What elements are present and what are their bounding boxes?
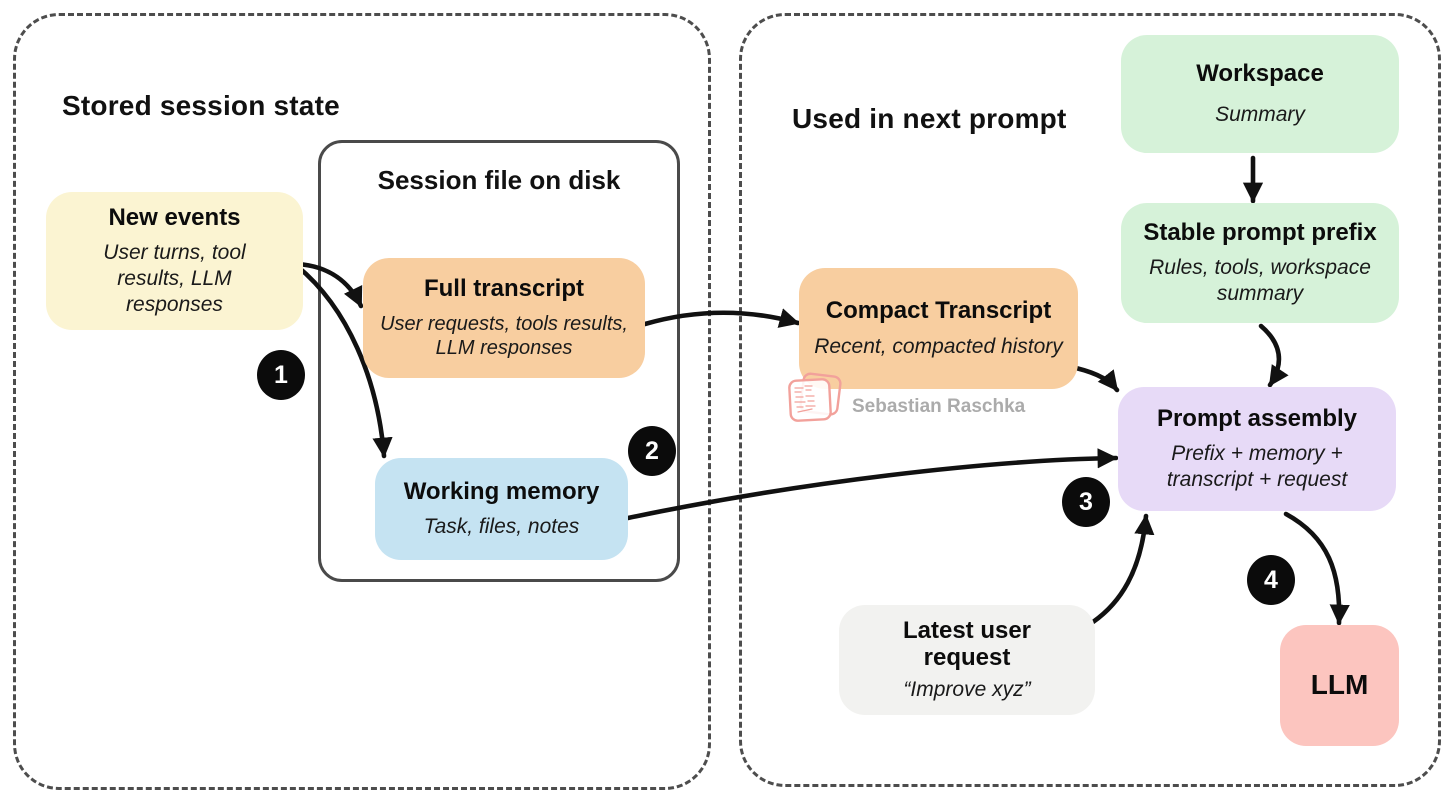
prompt-assembly-title: Prompt assembly: [1156, 404, 1358, 432]
watermark: Sebastian Raschka: [786, 372, 1025, 424]
stored-session-state-panel: [13, 13, 711, 790]
latest-user-request-box: Latest user request “Improve xyz”: [839, 605, 1095, 715]
stable-prompt-prefix-subtitle: Rules, tools, workspace summary: [1149, 256, 1371, 306]
latest-user-request-subtitle: “Improve xyz”: [903, 678, 1031, 702]
new-events-title: New events: [108, 203, 241, 231]
working-memory-title: Working memory: [403, 477, 600, 505]
working-memory-subtitle: Task, files, notes: [423, 515, 580, 539]
compact-transcript-box: Compact Transcript Recent, compacted his…: [799, 268, 1078, 389]
workspace-title: Workspace: [1196, 60, 1324, 88]
prompt-assembly-box: Prompt assembly Prefix + memory + transc…: [1118, 387, 1396, 511]
workspace-subtitle: Summary: [1215, 102, 1305, 126]
latest-user-request-title: Latest user request: [902, 616, 1032, 672]
stable-prompt-prefix-title: Stable prompt prefix: [1143, 218, 1377, 246]
step-badge-4: 4: [1247, 555, 1295, 605]
used-in-next-prompt-panel: [739, 13, 1441, 787]
llm-box: LLM: [1280, 625, 1399, 746]
session-file-title: Session file on disk: [377, 165, 621, 195]
compact-transcript-title: Compact Transcript: [825, 297, 1052, 325]
stable-prompt-prefix-box: Stable prompt prefix Rules, tools, works…: [1121, 203, 1399, 323]
step-badge-1: 1: [257, 350, 305, 400]
publisher-stamp-icon: [788, 372, 842, 422]
used-in-next-prompt-title: Used in next prompt: [792, 103, 1067, 134]
working-memory-box: Working memory Task, files, notes: [375, 458, 628, 560]
full-transcript-box: Full transcript User requests, tools res…: [363, 258, 645, 378]
compact-transcript-subtitle: Recent, compacted history: [814, 334, 1063, 358]
stored-session-state-title: Stored session state: [62, 90, 340, 121]
watermark-text: Sebastian Raschka: [852, 396, 1026, 417]
workspace-box: Workspace Summary: [1121, 35, 1399, 153]
step-badge-2: 2: [628, 426, 676, 476]
llm-title: LLM: [1310, 669, 1369, 701]
new-events-subtitle: User turns, tool results, LLM responses: [103, 241, 246, 317]
step-badge-3: 3: [1062, 477, 1110, 527]
new-events-box: New events User turns, tool results, LLM…: [46, 192, 303, 330]
prompt-assembly-subtitle: Prefix + memory + transcript + request: [1166, 442, 1348, 492]
full-transcript-subtitle: User requests, tools results, LLM respon…: [380, 312, 628, 360]
full-transcript-title: Full transcript: [423, 274, 585, 302]
